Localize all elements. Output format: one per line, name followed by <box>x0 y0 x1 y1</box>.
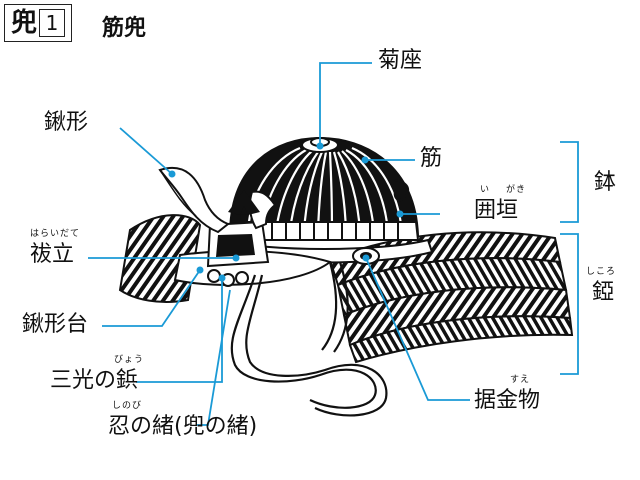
shinobi-cords <box>230 261 388 417</box>
label-igaki: 囲垣 <box>474 198 519 223</box>
label-suji: 筋 <box>420 146 443 171</box>
label-kuwagatadai: 鍬形台 <box>22 312 89 337</box>
label-hachi: 鉢 <box>594 170 617 195</box>
label-sankonobyo: 三光の鋲 <box>50 368 139 393</box>
brackets <box>560 141 579 375</box>
label-shinobinoo: 忍の緒(兜の緒) <box>108 414 258 439</box>
header-kabuto-char: 兜 <box>11 8 38 38</box>
ruby-igaki-gaki: がき <box>506 185 527 195</box>
visor <box>173 220 333 287</box>
label-suekanamono: 据金物 <box>474 388 541 413</box>
ruby-shinobi: しのび <box>112 401 143 411</box>
leader-lines <box>88 62 470 426</box>
ruby-igaki-i: い <box>480 185 491 195</box>
label-kuwagata: 鍬形 <box>44 110 89 135</box>
kuwagata-horns <box>158 167 277 234</box>
ruby-byo: びょう <box>114 355 145 365</box>
label-haraidate: 祓立 <box>30 242 75 267</box>
header-badge: 兜 1 <box>4 4 73 42</box>
ruby-sue: すえ <box>510 375 531 385</box>
label-shikoro: 錏 <box>592 280 615 305</box>
ruby-shikoro: しころ <box>586 267 617 277</box>
ruby-haraidate: はらいだて <box>30 229 81 239</box>
leader-dots <box>168 142 404 282</box>
header-number: 1 <box>39 9 66 37</box>
page-title: 筋兜 <box>102 16 147 41</box>
label-kikuza: 菊座 <box>378 48 423 73</box>
